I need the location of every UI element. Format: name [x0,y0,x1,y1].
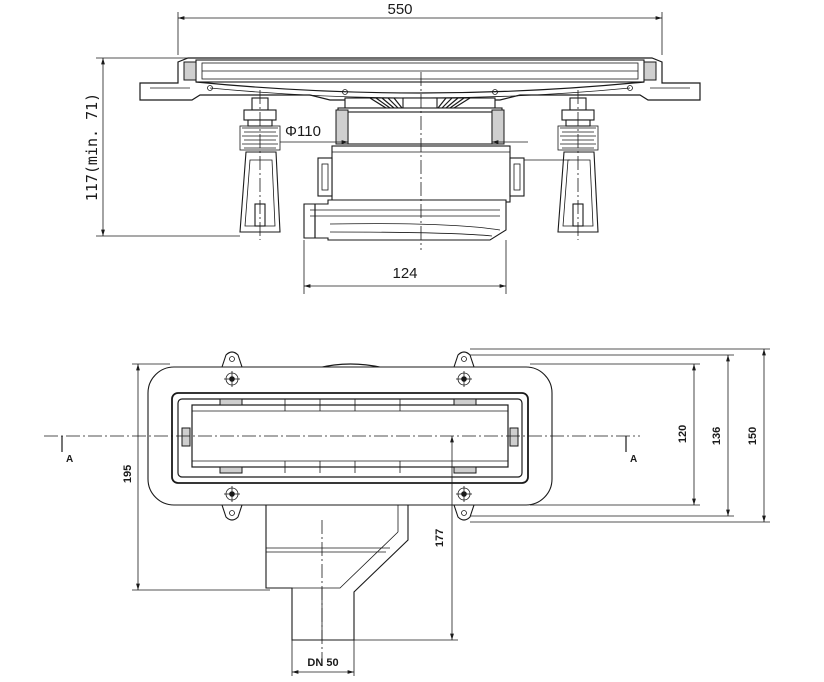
mounting-lug-bottom-left [221,504,243,521]
dimension-195: 195 [122,363,270,591]
frame-flange [139,57,701,101]
channel-frame [171,392,529,484]
mounting-lug-top-right [453,351,475,368]
dimension-dn50: DN 50 [291,640,355,676]
dim-dn50-label: DN 50 [307,657,338,669]
leveling-foot-left [239,90,281,240]
odour-trap [335,97,505,145]
dimension-110: Φ110 [280,123,528,144]
dim-120-label: 120 [677,425,689,443]
dim-117-label: 117(min. 71) [83,93,101,201]
dim-136-label: 136 [711,427,723,445]
dimension-124: 124 [303,240,507,294]
grate-cover [183,59,657,83]
side-view: 550 117(min. 71) [83,1,701,294]
dim-110-label: Φ110 [285,123,321,140]
outlet-pipe-plan [265,504,409,660]
dim-195-label: 195 [122,465,134,483]
plan-view: A A DN 50 195 [44,348,770,676]
dimension-550: 550 [177,1,663,55]
leveling-foot-right [524,90,599,240]
section-line-a: A A [44,435,640,465]
dimension-177: 177 [354,436,458,641]
dimension-136: 136 [470,354,734,517]
section-label-right: A [630,454,637,465]
dim-550-label: 550 [387,1,412,18]
dimension-150: 150 [470,348,770,523]
dimension-120: 120 [530,363,700,506]
dim-124-label: 124 [392,265,417,282]
section-label-left: A [66,454,73,465]
drain-outlet [303,199,507,241]
fixing-holes [224,371,472,502]
dim-177-label: 177 [434,529,446,547]
dimension-117: 117(min. 71) [83,57,240,237]
dim-150-label: 150 [747,427,759,445]
mounting-lug-bottom-right [453,504,475,521]
mounting-lug-top-left [221,351,243,368]
